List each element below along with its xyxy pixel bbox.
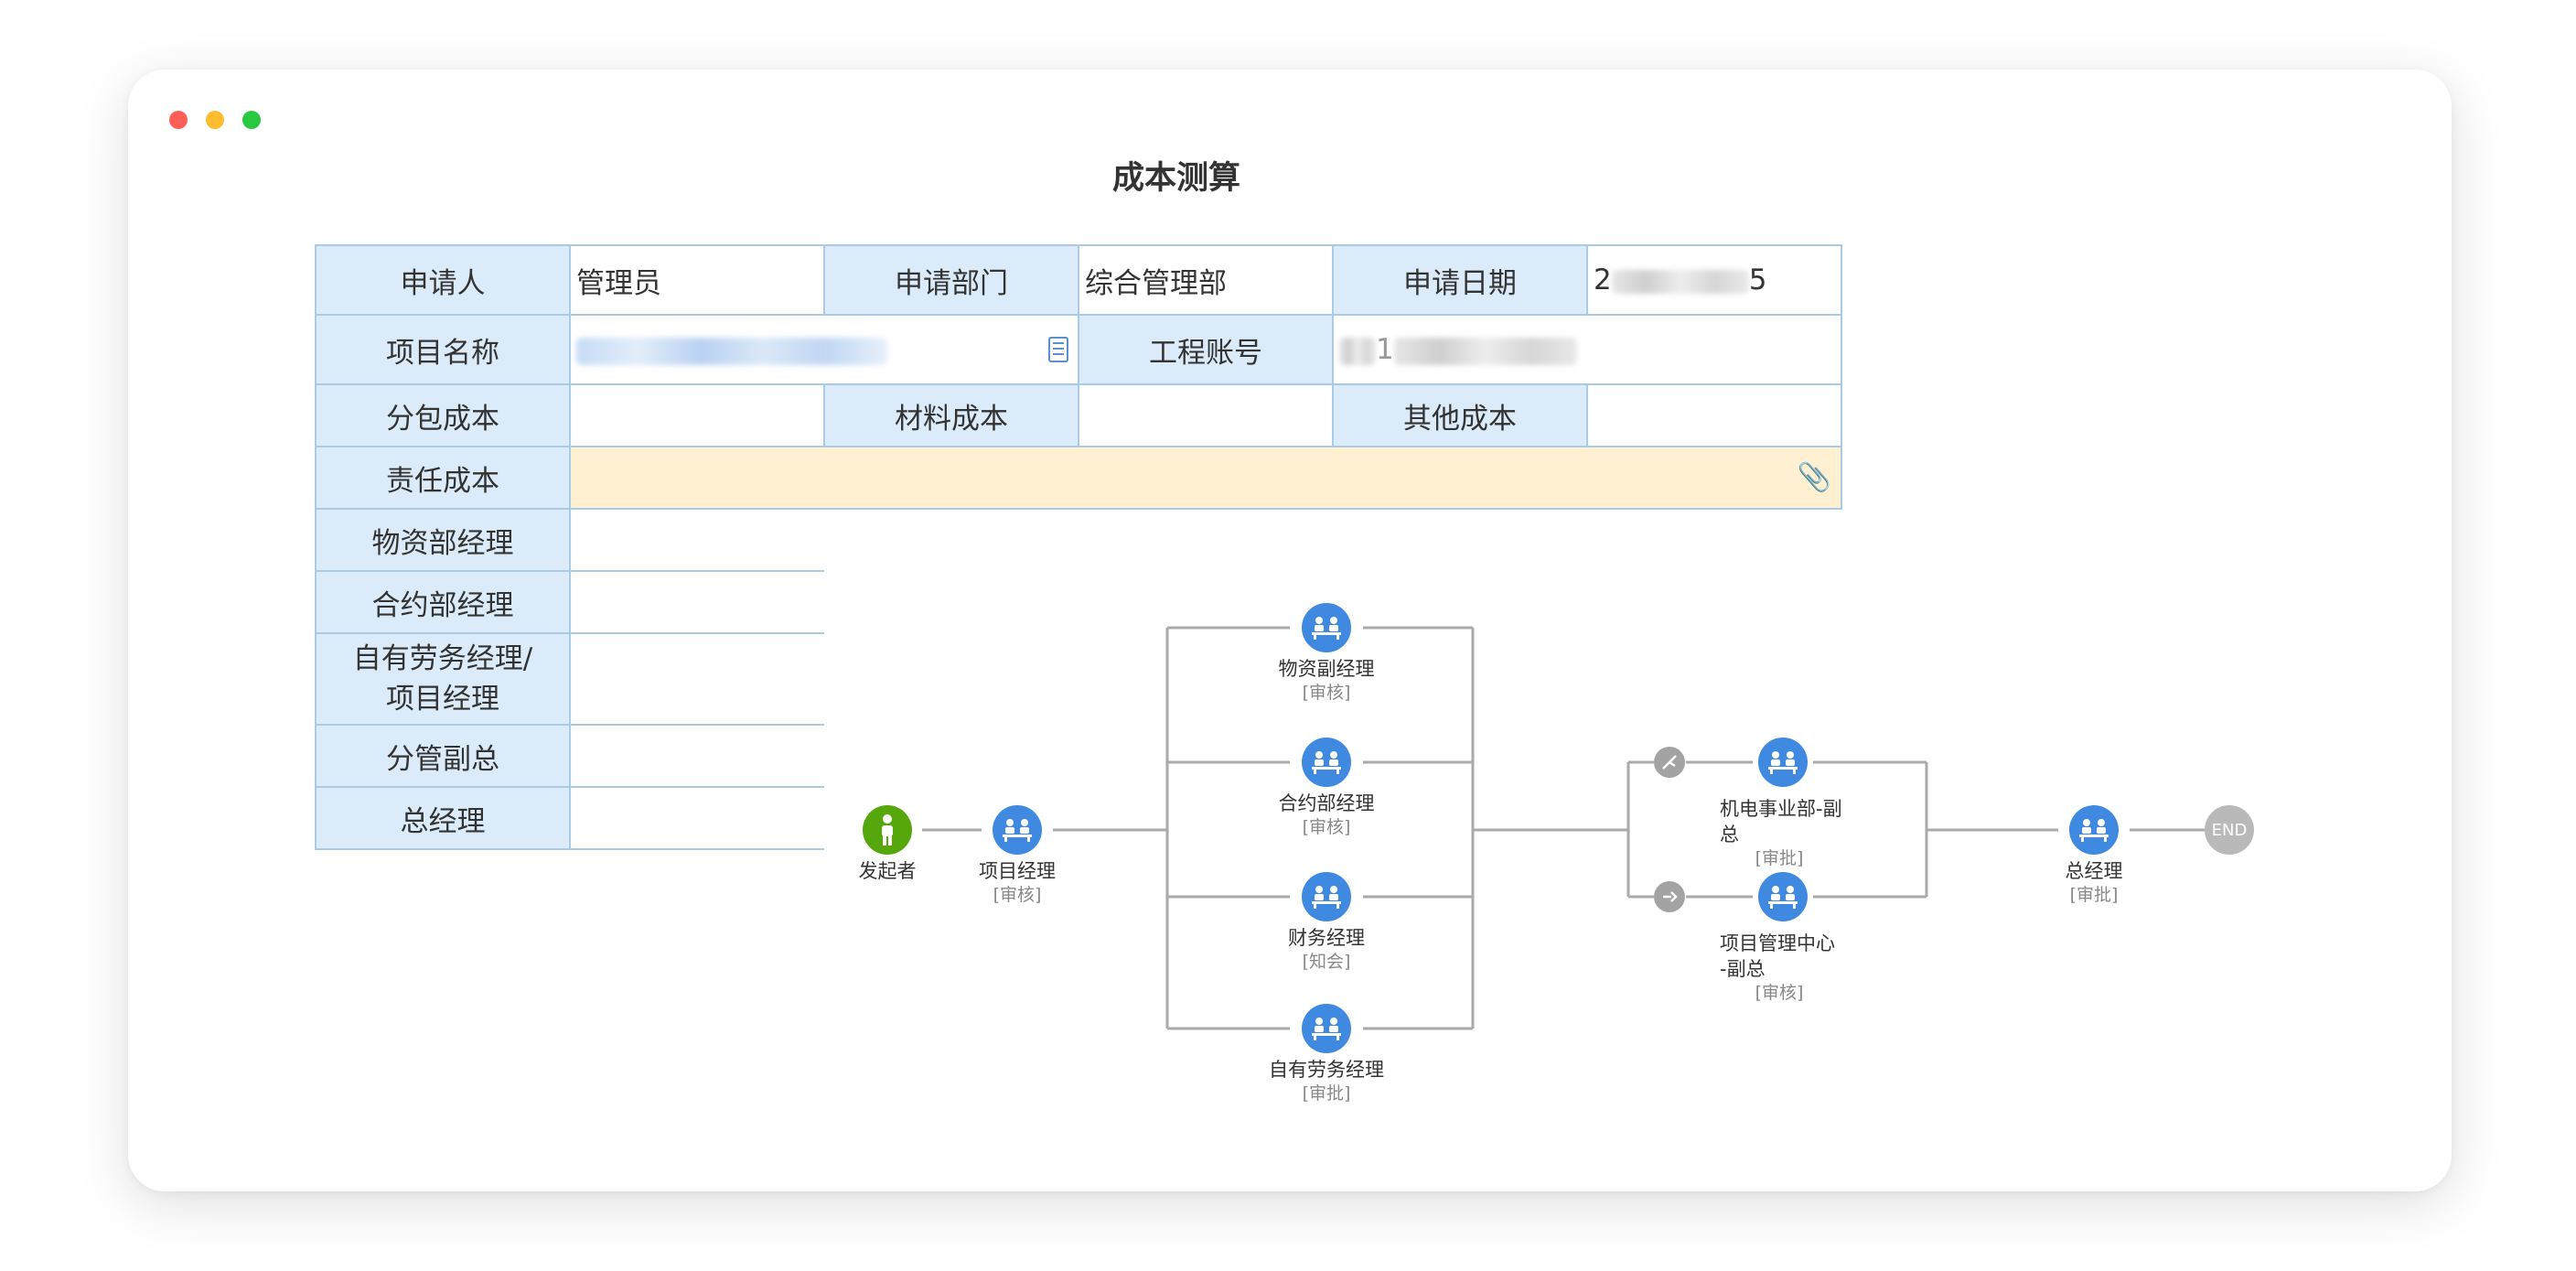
form-row: 自有劳务经理/ 项目经理: [315, 632, 1841, 726]
node-type: [审核]: [1302, 683, 1351, 703]
other-input[interactable]: [1586, 383, 1842, 447]
end-marker: END: [2205, 805, 2254, 855]
redacted-date: [1611, 269, 1749, 294]
maximize-window-button[interactable]: [242, 111, 261, 129]
account-value: 1: [1376, 333, 1394, 366]
applicant-value[interactable]: 管理员: [569, 244, 825, 316]
form-row: 责任成本 📎: [315, 446, 1842, 510]
workflow-node-finance-manager[interactable]: 财务经理 [知会]: [1262, 872, 1390, 973]
pmc-deputy-caption: 项目管理中心 -副总 [审核]: [1720, 927, 1866, 1004]
workflow-node-general-manager[interactable]: 总经理 [审批]: [2039, 805, 2149, 906]
paperclip-icon[interactable]: 📎: [1797, 461, 1831, 494]
approver-icon: [1758, 738, 1808, 787]
approver-icon: [1302, 1004, 1351, 1053]
node-type: [审批]: [1755, 848, 1804, 868]
form-row: 合约部经理: [315, 570, 1841, 634]
form-row: 总经理: [315, 786, 1841, 850]
account-label: 工程账号: [1078, 314, 1334, 385]
approver-icon: [993, 805, 1042, 855]
approver-opinion[interactable]: [569, 570, 824, 634]
redacted-account-a: [1339, 337, 1376, 365]
dept-value[interactable]: 综合管理部: [1078, 244, 1334, 316]
condition-icon[interactable]: [1654, 881, 1685, 912]
minimize-window-button[interactable]: [206, 111, 224, 129]
workflow-node-contract-manager[interactable]: 合约部经理 [审核]: [1262, 738, 1390, 838]
responsibility-label: 责任成本: [315, 446, 571, 510]
approver-icon: [1302, 603, 1351, 652]
node-label: 项目经理: [979, 860, 1056, 882]
approver-icon: [1302, 738, 1351, 787]
workflow-node-project-manager[interactable]: 项目经理 [审核]: [962, 805, 1072, 906]
approver-icon: [2069, 805, 2119, 855]
approver-opinion[interactable]: [569, 724, 824, 788]
redacted-project-name: [576, 337, 887, 365]
node-label: 发起者: [858, 860, 917, 882]
form-row: 分包成本 材料成本 其他成本: [315, 383, 1842, 447]
workflow-node-me-deputy[interactable]: [1753, 738, 1813, 787]
node-type: [审批]: [2069, 885, 2119, 905]
workflow-node-labor-manager[interactable]: 自有劳务经理 [审批]: [1253, 1004, 1400, 1104]
date-label: 申请日期: [1332, 244, 1588, 316]
approver-icon: [1758, 872, 1808, 921]
condition-icon[interactable]: [1654, 747, 1685, 778]
me-deputy-caption: 机电事业部-副 总 [审批]: [1720, 792, 1866, 869]
approver-label: 物资部经理: [315, 508, 571, 572]
form-title: 成本测算: [1112, 160, 1241, 197]
approver-opinion[interactable]: [569, 508, 824, 572]
form-row: 物资部经理: [315, 508, 1841, 572]
applicant-label: 申请人: [315, 244, 571, 316]
node-type: [审批]: [1302, 1083, 1351, 1104]
node-label: 总经理: [2065, 860, 2123, 882]
node-label: 自有劳务经理: [1269, 1059, 1384, 1081]
subcontract-label: 分包成本: [315, 383, 571, 447]
node-label: 物资副经理: [1278, 658, 1375, 680]
workflow-node-pmc-deputy[interactable]: [1753, 872, 1813, 921]
material-label: 材料成本: [823, 383, 1079, 447]
node-type: [知会]: [1302, 952, 1351, 972]
redacted-account-b: [1393, 337, 1577, 365]
approver-label: 分管副总: [315, 724, 571, 788]
form-row: 项目名称 工程账号 1: [315, 314, 1842, 385]
date-value-tail: 5: [1748, 264, 1767, 296]
node-type: [审核]: [993, 885, 1042, 905]
node-label: 机电事业部-副 总: [1720, 798, 1842, 846]
approver-label: 自有劳务经理/ 项目经理: [315, 632, 571, 726]
approver-label: 合约部经理: [315, 570, 571, 634]
picker-icon[interactable]: [1048, 337, 1068, 362]
workflow-node-end[interactable]: END: [2205, 805, 2254, 855]
node-label: 合约部经理: [1278, 792, 1375, 814]
form-row: 分管副总: [315, 724, 1841, 788]
approver-label: 总经理: [315, 786, 571, 850]
other-label: 其他成本: [1332, 383, 1588, 447]
project-label: 项目名称: [315, 314, 571, 385]
node-label: 项目管理中心 -副总: [1720, 932, 1835, 980]
material-input[interactable]: [1078, 383, 1334, 447]
approver-icon: [1302, 872, 1351, 921]
date-value-head: 2: [1594, 264, 1612, 296]
approver-opinion[interactable]: [569, 786, 824, 850]
workflow-node-starter[interactable]: 发起者: [832, 805, 942, 884]
node-type: [审核]: [1302, 817, 1351, 837]
account-field[interactable]: 1: [1332, 314, 1842, 385]
branch-condition-icon: [1654, 747, 1685, 778]
node-label: 财务经理: [1288, 927, 1365, 949]
close-window-button[interactable]: [169, 111, 188, 129]
subcontract-input[interactable]: [569, 383, 825, 447]
node-type: [审核]: [1755, 983, 1804, 1003]
workflow-node-material-deputy[interactable]: 物资副经理 [审核]: [1262, 603, 1390, 704]
approver-opinion[interactable]: [569, 632, 824, 726]
responsibility-attachment-field[interactable]: 📎: [569, 446, 1842, 510]
dept-label: 申请部门: [823, 244, 1079, 316]
branch-condition-icon: [1654, 881, 1685, 912]
project-field[interactable]: [569, 314, 1079, 385]
person-icon: [863, 805, 912, 855]
